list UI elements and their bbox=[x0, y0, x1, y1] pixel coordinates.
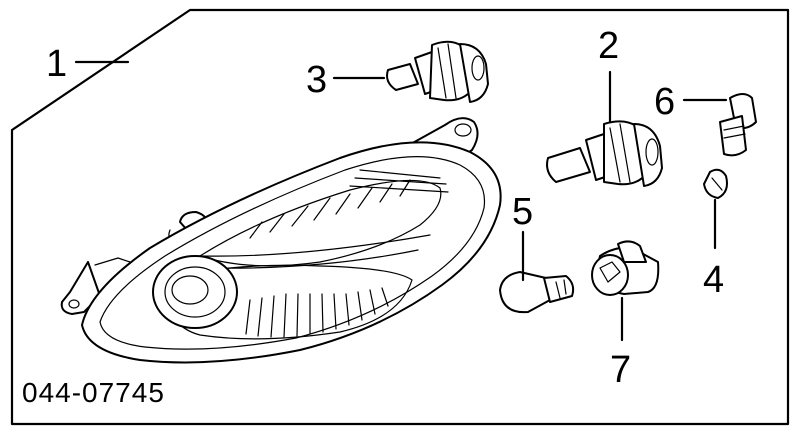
bulb-3 bbox=[386, 40, 489, 103]
bulb-6 bbox=[719, 93, 757, 157]
diagram-frame bbox=[10, 8, 790, 426]
callout-2: 2 bbox=[598, 25, 619, 67]
callout-6: 6 bbox=[654, 81, 675, 123]
bulb-5 bbox=[499, 271, 575, 314]
headlamp-assembly bbox=[60, 117, 502, 364]
part-code: 044-07745 bbox=[22, 377, 165, 408]
bulb-4 bbox=[703, 168, 728, 199]
bulb-2 bbox=[546, 120, 663, 187]
callout-3: 3 bbox=[306, 59, 327, 101]
callout-1: 1 bbox=[46, 43, 67, 85]
callout-4: 4 bbox=[703, 259, 724, 301]
callout-5: 5 bbox=[512, 191, 533, 233]
socket-7 bbox=[591, 240, 660, 296]
callout-7: 7 bbox=[610, 349, 631, 391]
